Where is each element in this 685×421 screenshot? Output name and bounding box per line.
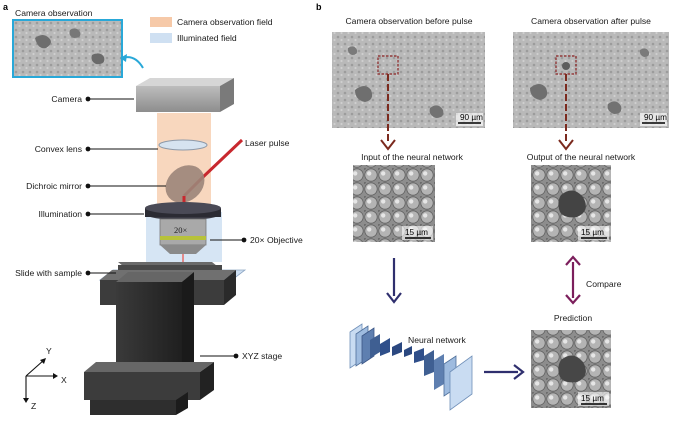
zoom-arrow-after-head — [558, 139, 574, 151]
label-laser-pulse: Laser pulse — [245, 138, 290, 148]
camera-field-swatch — [150, 17, 172, 27]
before-scalebar: 90 µm — [460, 113, 483, 122]
inset-title: Camera observation — [15, 8, 93, 18]
objective-mark: 20× — [174, 225, 188, 235]
after-title: Camera observation after pulse — [531, 16, 651, 26]
compare-arrow-bottom-head — [565, 294, 581, 305]
before-title: Camera observation before pulse — [345, 16, 472, 26]
label-stage: XYZ stage — [242, 351, 282, 361]
dichroic-mirror — [165, 165, 205, 203]
input-crop-image: 15 µm — [353, 165, 435, 242]
flow-arrow-right-head — [513, 364, 525, 380]
leader-lines — [88, 98, 244, 357]
zoom-arrow-before-head — [380, 139, 396, 151]
panel-a-letter: a — [3, 2, 9, 12]
panel-b-letter: b — [316, 2, 322, 12]
label-dichroic-mirror: Dichroic mirror — [26, 181, 82, 191]
axis-x-label: X — [61, 375, 67, 385]
output-title: Output of the neural network — [527, 152, 636, 162]
convex-lens — [158, 139, 208, 151]
illumination-ring — [145, 202, 221, 220]
neural-network-label: Neural network — [408, 335, 466, 345]
output-crop-image: 15 µm — [531, 165, 611, 242]
illuminated-field-legend: Illuminated field — [177, 33, 237, 43]
axis-y-label: Y — [46, 346, 52, 356]
inset-arrow-head — [120, 54, 127, 62]
neural-network-diagram — [349, 323, 473, 411]
label-illumination: Illumination — [39, 209, 83, 219]
prediction-crop-image: 15 µm — [531, 330, 611, 408]
compare-label: Compare — [586, 279, 622, 289]
flow-arrow-down-head — [386, 292, 402, 304]
input-title: Input of the neural network — [361, 152, 463, 162]
camera-field-legend: Camera observation field — [177, 17, 273, 27]
compare-arrow-top-head — [565, 255, 581, 266]
label-slide: Slide with sample — [15, 268, 82, 278]
after-pulse-image: 90 µm — [513, 32, 669, 128]
prediction-title: Prediction — [554, 313, 592, 323]
label-camera: Camera — [51, 94, 82, 104]
illuminated-field-swatch — [150, 33, 172, 43]
xyz-stage — [84, 262, 236, 415]
before-pulse-image: 90 µm — [332, 32, 485, 128]
input-scalebar: 15 µm — [405, 228, 428, 237]
camera-observation-inset — [12, 19, 123, 78]
axes-arrowheads — [23, 358, 58, 403]
axes-gizmo — [25, 359, 55, 400]
prediction-scalebar: 15 µm — [581, 394, 604, 403]
output-scalebar: 15 µm — [581, 228, 604, 237]
leader-dots — [85, 96, 247, 359]
axis-z-label: Z — [31, 401, 36, 411]
label-objective: 20× Objective — [250, 235, 303, 245]
label-convex-lens: Convex lens — [35, 144, 82, 154]
after-scalebar: 90 µm — [644, 113, 667, 122]
camera — [136, 78, 234, 112]
objective: 20× — [159, 218, 207, 254]
